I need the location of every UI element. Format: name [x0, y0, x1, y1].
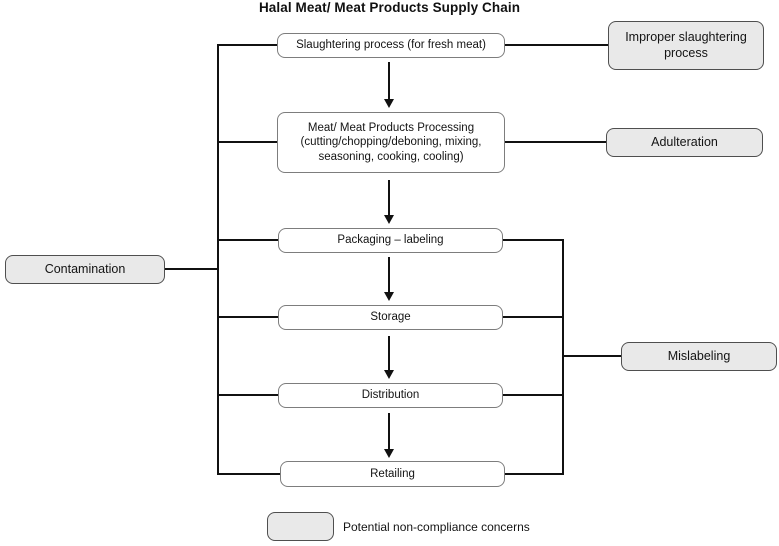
node-storage: Storage — [278, 305, 503, 330]
flow-arrow-processing-packaging — [384, 180, 394, 224]
connector-mislabeling-box-link — [564, 355, 621, 357]
connector-contamination-box-link — [165, 268, 217, 270]
diagram-title: Halal Meat/ Meat Products Supply Chain — [258, 0, 521, 15]
node-retailing: Retailing — [280, 461, 505, 487]
flow-arrow-distribution-retailing — [384, 413, 394, 458]
connector-contamination-to-distribution — [219, 394, 278, 396]
connector-contamination-bracket-vertical — [217, 44, 219, 475]
concern-improper-slaughtering: Improper slaughtering process — [608, 21, 764, 70]
node-slaughtering: Slaughtering process (for fresh meat) — [277, 33, 505, 58]
arrow-shaft — [388, 336, 390, 370]
connector-mislabeling-to-retailing — [505, 473, 562, 475]
connector-mislabeling-to-packaging — [503, 239, 562, 241]
arrow-head-icon — [384, 449, 394, 458]
flow-arrow-packaging-storage — [384, 257, 394, 301]
arrow-shaft — [388, 180, 390, 215]
concern-adulteration: Adulteration — [606, 128, 763, 157]
connector-processing-to-adulteration — [505, 141, 606, 143]
connector-contamination-to-storage — [219, 316, 278, 318]
flow-arrow-storage-distribution — [384, 336, 394, 379]
arrow-shaft — [388, 257, 390, 292]
legend-label: Potential non-compliance concerns — [343, 519, 530, 534]
flow-arrow-slaughtering-processing — [384, 62, 394, 108]
connector-mislabeling-to-storage — [503, 316, 562, 318]
connector-contamination-to-processing — [219, 141, 277, 143]
arrow-head-icon — [384, 292, 394, 301]
node-processing: Meat/ Meat Products Processing (cutting/… — [277, 112, 505, 173]
connector-slaughtering-to-improper — [505, 44, 608, 46]
arrow-head-icon — [384, 99, 394, 108]
node-distribution: Distribution — [278, 383, 503, 408]
arrow-shaft — [388, 413, 390, 449]
legend-swatch — [267, 512, 334, 541]
node-packaging-labeling: Packaging – labeling — [278, 228, 503, 253]
arrow-head-icon — [384, 370, 394, 379]
connector-contamination-to-retailing — [219, 473, 280, 475]
connector-mislabeling-bracket-vertical — [562, 239, 564, 475]
connector-contamination-to-slaughtering — [219, 44, 277, 46]
connector-mislabeling-to-distribution — [503, 394, 562, 396]
concern-contamination: Contamination — [5, 255, 165, 284]
connector-contamination-to-packaging — [219, 239, 278, 241]
arrow-head-icon — [384, 215, 394, 224]
concern-mislabeling: Mislabeling — [621, 342, 777, 371]
arrow-shaft — [388, 62, 390, 99]
